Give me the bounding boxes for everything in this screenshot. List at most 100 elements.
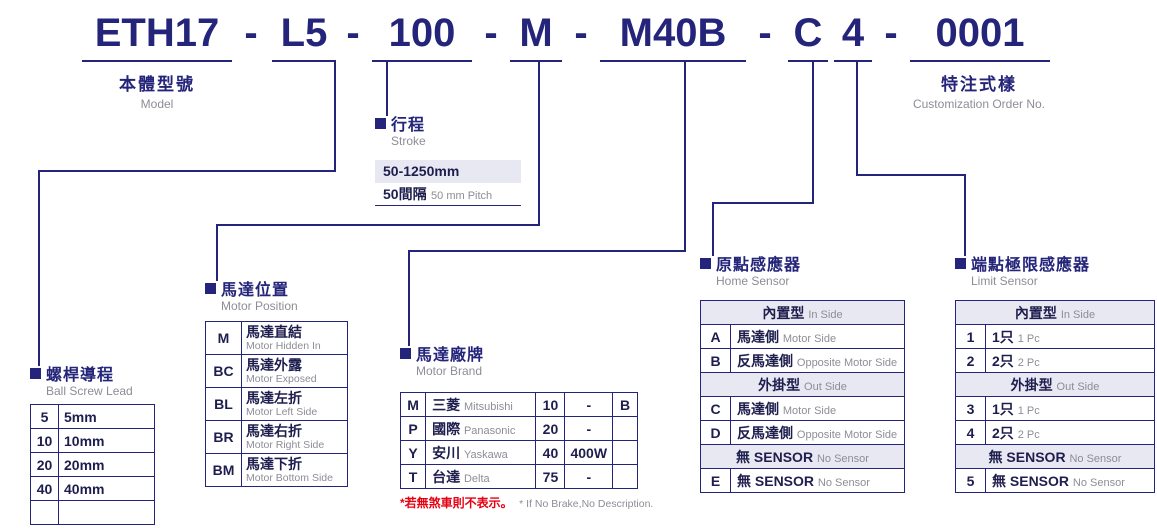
watt-code: 10 [535,392,566,417]
code-segment-order-no: 0001 [910,6,1050,62]
model-label-en: Model [140,97,174,111]
brand-name-en: Mitsubishi [463,400,513,413]
table-row: 5 5mm [30,404,155,429]
connector-home-sensor-v2 [712,202,714,256]
position-desc: 馬達左折 Motor Left Side [241,387,348,421]
table-row-partial [30,500,155,525]
sensor-code: 2 [955,348,986,373]
sensor-code: D [700,420,731,445]
group-label-zh: 無 SENSOR [736,448,814,465]
sensor-desc: 反馬達側 Opposite Motor Side [730,348,905,373]
watt-code: 40 [535,440,566,465]
ball-screw-lead-title-en: Ball Screw Lead [46,384,133,398]
sensor-code: 3 [955,396,986,421]
sensor-desc-zh: 無 SENSOR [992,472,1070,489]
brand-name-zh: 三菱 [432,396,461,413]
table-row: C 馬達側 Motor Side [700,396,905,421]
lead-code: 5 [30,404,59,429]
lead-value [58,500,155,525]
brand-name-en: Panasonic [463,424,516,437]
brand-name: 三菱 Mitsubishi [425,392,537,417]
position-desc-en: Motor Hidden In [246,340,321,352]
brand-code: Y [399,440,427,465]
table-row: 4 2只 2 Pc [955,420,1155,445]
sensor-desc-en: 2 Pc [1017,356,1040,369]
table-row: 5 無 SENSOR No Sensor [955,468,1155,493]
position-desc-zh: 馬達左折 [246,390,302,406]
section-marker-icon [955,257,966,269]
table-row: 3 1只 1 Pc [955,396,1155,421]
ball-screw-lead-title-zh: 螺桿導程 [46,367,115,384]
watt-value: 400W [564,440,614,465]
brake-code [612,464,638,489]
table-row: BL 馬達左折 Motor Left Side [205,387,348,421]
group-row: 外掛型 Out Side [700,372,905,397]
connector-motor-position-v2 [216,224,218,281]
connector-home-sensor-v1 [812,62,814,204]
code-separator: - [346,11,360,55]
sensor-desc-zh: 馬達側 [737,400,779,417]
sensor-desc: 馬達側 Motor Side [730,324,905,349]
connector-lead-v2 [38,170,40,366]
section-marker-icon [375,117,386,129]
limit-sensor-table: 內置型 In Side 1 1只 1 Pc 2 2只 2 Pc [955,300,1155,493]
watt-value: - [564,464,614,489]
connector-lead-v1 [334,62,336,172]
brand-code: T [399,464,427,489]
sensor-desc-zh: 2只 [992,424,1014,441]
section-marker-icon [700,257,711,269]
sensor-desc: 1只 1 Pc [985,396,1155,421]
table-row: 2 2只 2 Pc [955,348,1155,373]
code-segment-lead: L5 [272,6,336,62]
motor-position-table: M 馬達直結 Motor Hidden In BC 馬達外露 Motor Exp… [205,321,348,487]
position-desc-zh: 馬達右折 [246,423,302,439]
group-row: 外掛型 Out Side [955,372,1155,397]
sensor-desc-en: Opposite Motor Side [796,428,898,441]
sensor-desc-zh: 2只 [992,352,1014,369]
model-label-zh: 本體型號 [119,75,195,94]
stroke-pitch-zh: 50間隔 [383,186,427,202]
code-segment-home-sensor: C [788,6,828,62]
brake-note-en: * If No Brake,No Description. [519,498,654,510]
home-sensor-table: 內置型 In Side A 馬達側 Motor Side B 反馬達側 Oppo… [700,300,905,493]
home-sensor-title-zh: 原點感應器 [716,257,802,274]
brand-name-en: Delta [463,472,490,485]
sensor-desc-zh: 反馬達側 [737,424,793,441]
brake-code [612,416,638,441]
watt-code: 20 [535,416,566,441]
position-desc: 馬達直結 Motor Hidden In [241,321,348,355]
watt-value: - [564,416,614,441]
limit-sensor-title-en: Limit Sensor [971,274,1038,288]
group-label: 無 SENSOR No Sensor [700,444,905,469]
ball-screw-lead-table: 5 5mm 10 10mm 20 20mm 40 40mm [30,404,155,525]
code-segment-motor-brand: M40B [600,6,746,62]
sensor-code: A [700,324,731,349]
lead-value: 40mm [58,476,155,501]
sensor-desc-en: No Sensor [1072,476,1125,489]
group-label-en: No Sensor [816,452,869,465]
limit-sensor-title: 端點極限感應器 [955,254,1155,274]
sensor-desc: 1只 1 Pc [985,324,1155,349]
group-label-en: In Side [1060,308,1096,321]
lead-value: 5mm [58,404,155,429]
brand-name-zh: 安川 [432,444,461,461]
table-row: D 反馬達側 Opposite Motor Side [700,420,905,445]
sensor-desc-zh: 1只 [992,400,1014,417]
position-code: BL [205,387,242,421]
group-row: 內置型 In Side [955,300,1155,325]
brake-note-zh: *若無煞車則不表示。 [400,496,513,510]
sensor-desc: 2只 2 Pc [985,348,1155,373]
lead-value: 20mm [58,452,155,477]
brand-code: M [399,392,427,417]
sensor-desc: 反馬達側 Opposite Motor Side [730,420,905,445]
connector-motor-position-h [216,224,540,226]
connector-limit-sensor-h [856,174,966,176]
brake-code: B [612,392,638,417]
brand-name-zh: 台達 [432,468,461,485]
table-row: 1 1只 1 Pc [955,324,1155,349]
sensor-code: 4 [955,420,986,445]
position-code: BM [205,453,242,487]
position-desc-en: Motor Right Side [246,439,325,451]
ball-screw-lead-section: 螺桿導程 Ball Screw Lead 5 5mm 10 10mm 20 20… [30,364,155,525]
sensor-desc-en: Motor Side [782,404,837,417]
